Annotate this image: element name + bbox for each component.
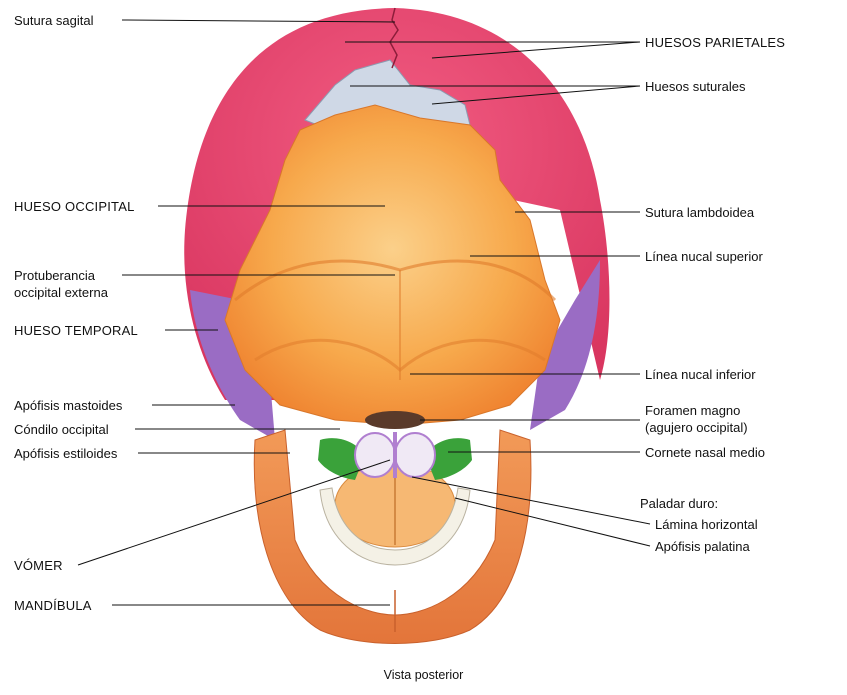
mandible bbox=[253, 429, 532, 644]
label-sutura-lambdoidea: Sutura lambdoidea bbox=[645, 205, 755, 220]
foramen-magnum bbox=[365, 411, 425, 429]
teeth bbox=[319, 487, 471, 566]
label-hueso-temporal: HUESO TEMPORAL bbox=[14, 323, 138, 338]
occipital-bone bbox=[224, 104, 561, 426]
figure-caption: Vista posterior bbox=[383, 668, 464, 682]
label-huesos-suturales: Huesos suturales bbox=[645, 79, 746, 94]
label-foramen-2: (agujero occipital) bbox=[645, 420, 748, 435]
label-protuberancia-1: Protuberancia bbox=[14, 268, 95, 283]
label-protuberancia-2: occipital externa bbox=[14, 285, 108, 300]
label-linea-nucal-inferior: Línea nucal inferior bbox=[645, 367, 756, 382]
label-mandibula: MANDÍBULA bbox=[14, 598, 92, 613]
label-vomer: VÓMER bbox=[14, 558, 63, 573]
label-apofisis-mastoides: Apófisis mastoides bbox=[14, 398, 123, 413]
label-hueso-occipital: HUESO OCCIPITAL bbox=[14, 199, 135, 214]
temporal-bone-left bbox=[190, 290, 275, 440]
temporal-bone-right bbox=[530, 260, 600, 430]
label-huesos-parietales: HUESOS PARIETALES bbox=[645, 35, 786, 50]
label-linea-nucal-superior: Línea nucal superior bbox=[645, 249, 763, 264]
label-apofisis-palatina: Apófisis palatina bbox=[655, 539, 750, 554]
label-apofisis-estiloides: Apófisis estiloides bbox=[14, 446, 118, 461]
label-cornete: Cornete nasal medio bbox=[645, 445, 765, 460]
label-lamina-horizontal: Lámina horizontal bbox=[655, 517, 758, 532]
label-condilo-occipital: Cóndilo occipital bbox=[14, 422, 109, 437]
middle-nasal-concha bbox=[318, 438, 365, 480]
label-sutura-sagital: Sutura sagital bbox=[14, 13, 94, 28]
label-paladar-duro: Paladar duro: bbox=[640, 496, 719, 511]
label-foramen-1: Foramen magno bbox=[645, 403, 741, 418]
